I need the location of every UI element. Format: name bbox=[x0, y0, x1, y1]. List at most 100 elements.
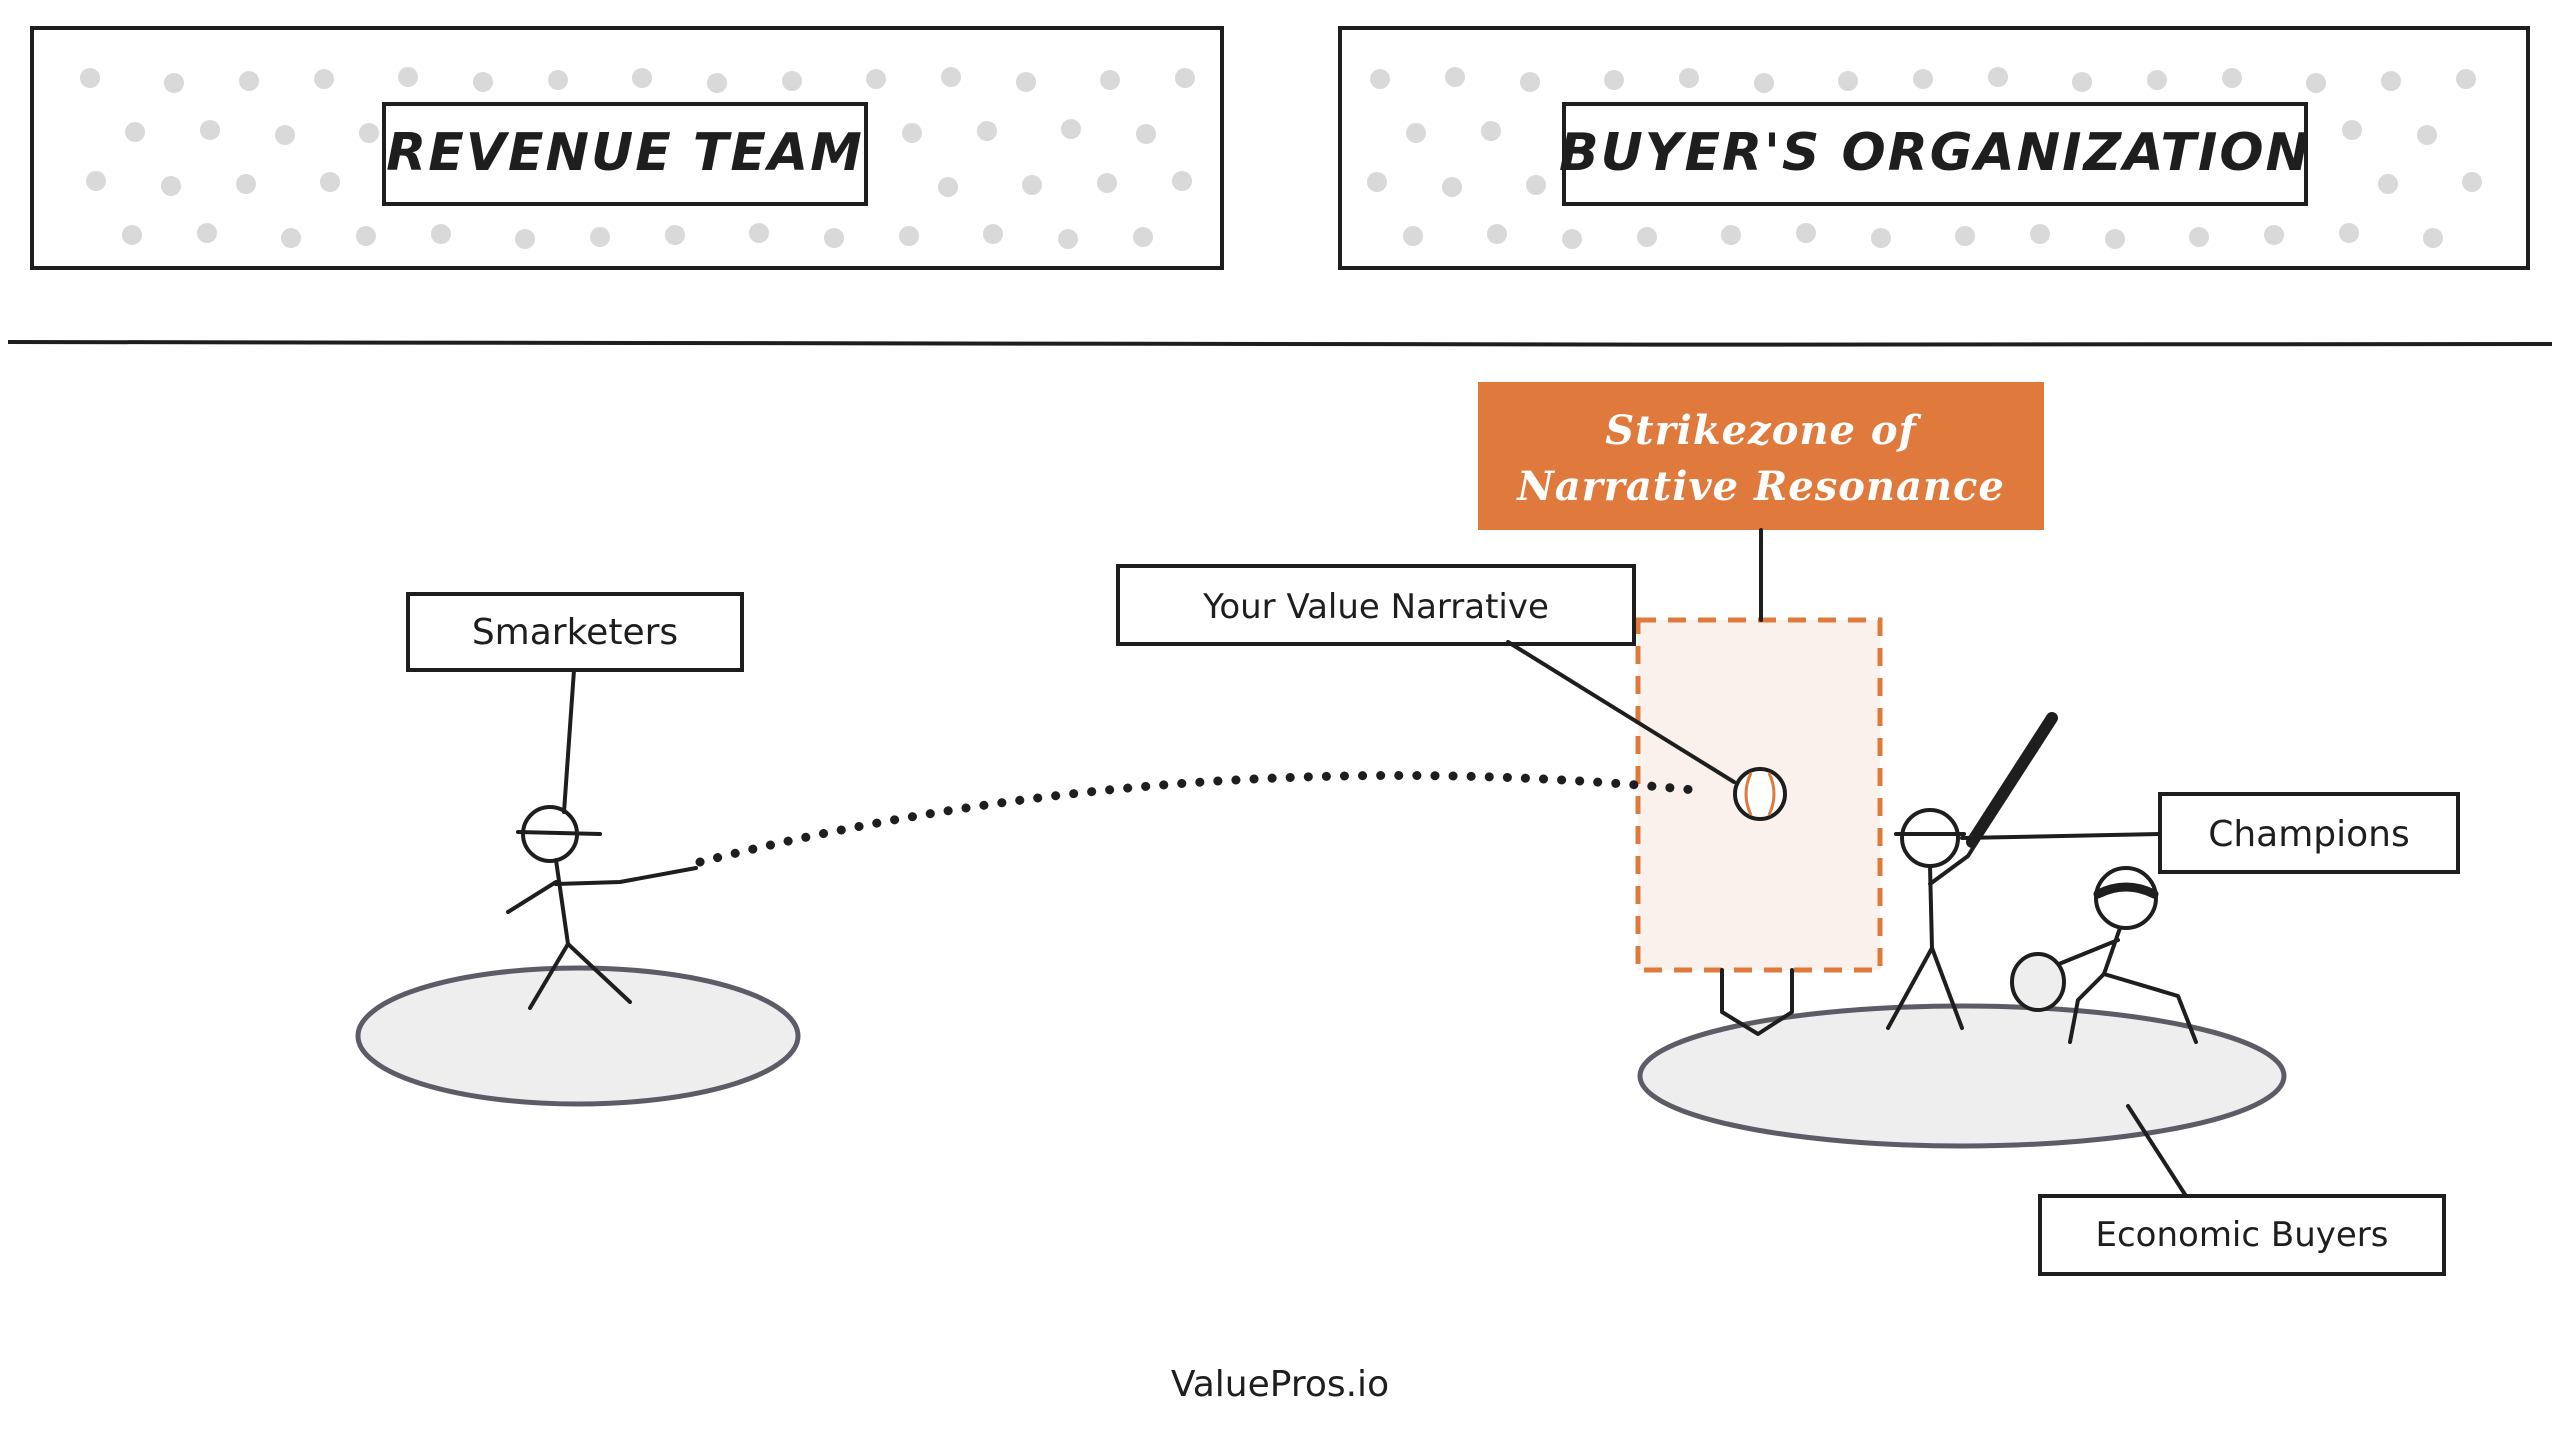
pattern-dot bbox=[200, 120, 220, 140]
pattern-dot bbox=[1367, 172, 1387, 192]
pattern-dot bbox=[899, 226, 919, 246]
pattern-dot bbox=[2339, 223, 2359, 243]
revenue-team-label-box bbox=[382, 102, 868, 206]
dot-pattern-right bbox=[1367, 67, 2482, 249]
pattern-dot bbox=[86, 171, 106, 191]
pattern-dot bbox=[2147, 70, 2167, 90]
pattern-dot bbox=[1487, 224, 1507, 244]
pattern-dot bbox=[1520, 72, 1540, 92]
pattern-dot bbox=[1721, 225, 1741, 245]
pattern-dot bbox=[2423, 228, 2443, 248]
value-narrative-callout: Your Value Narrative bbox=[1116, 564, 1636, 646]
pattern-dot bbox=[2381, 71, 2401, 91]
pattern-dot bbox=[782, 71, 802, 91]
pattern-dot bbox=[1604, 70, 1624, 90]
pitcher-figure bbox=[506, 805, 698, 1010]
value-narrative-label: Your Value Narrative bbox=[1202, 587, 1549, 627]
pattern-dot bbox=[1136, 124, 1156, 144]
pattern-dot bbox=[1796, 223, 1816, 243]
pattern-dot bbox=[1061, 119, 1081, 139]
buyers-organization-label-box bbox=[1562, 102, 2308, 206]
bat-icon bbox=[1966, 712, 2058, 848]
pattern-dot bbox=[314, 69, 334, 89]
pattern-dot bbox=[1913, 69, 1933, 89]
pattern-dot bbox=[1562, 229, 1582, 249]
pattern-dot bbox=[2264, 225, 2284, 245]
pattern-dot bbox=[356, 226, 376, 246]
pattern-dot bbox=[1133, 227, 1153, 247]
buyers-organization-label: BUYER'S ORGANIZATION bbox=[1559, 123, 2311, 183]
pattern-dot bbox=[1370, 69, 1390, 89]
catcher-mitt-icon bbox=[2010, 952, 2066, 1012]
revenue-team-label: REVENUE TEAM bbox=[386, 123, 864, 183]
pattern-dot bbox=[548, 70, 568, 90]
pattern-dot bbox=[2030, 224, 2050, 244]
pattern-dot bbox=[2072, 72, 2092, 92]
pattern-dot bbox=[1442, 177, 1462, 197]
pattern-dot bbox=[2456, 69, 2476, 89]
baseball-icon bbox=[1733, 767, 1787, 821]
pattern-dot bbox=[707, 73, 727, 93]
economic-buyers-connector bbox=[2126, 1104, 2188, 1198]
pattern-dot bbox=[590, 227, 610, 247]
pattern-dot bbox=[2222, 68, 2242, 88]
pattern-dot bbox=[2189, 227, 2209, 247]
pattern-dot bbox=[632, 68, 652, 88]
pattern-dot bbox=[749, 223, 769, 243]
smarketers-callout: Smarketers bbox=[406, 592, 744, 672]
batter-base bbox=[1637, 1003, 2287, 1149]
revenue-team-panel: REVENUE TEAM bbox=[30, 26, 1224, 270]
pattern-dot bbox=[2342, 120, 2362, 140]
pattern-dot bbox=[1058, 229, 1078, 249]
pattern-dot bbox=[1481, 121, 1501, 141]
strike-zone-title-line1: Strikezone of bbox=[1605, 407, 1921, 454]
pattern-dot bbox=[2462, 172, 2482, 192]
pattern-dot bbox=[2417, 125, 2437, 145]
pattern-dot bbox=[1175, 68, 1195, 88]
pattern-dot bbox=[824, 228, 844, 248]
economic-buyers-callout: Economic Buyers bbox=[2038, 1194, 2446, 1276]
batter-figure bbox=[1886, 712, 2058, 1030]
pattern-dot bbox=[197, 223, 217, 243]
pattern-dot bbox=[236, 174, 256, 194]
pattern-dot bbox=[665, 225, 685, 245]
pattern-dot bbox=[1637, 227, 1657, 247]
pattern-dot bbox=[2306, 73, 2326, 93]
pattern-dot bbox=[941, 67, 961, 87]
champions-label: Champions bbox=[2208, 814, 2410, 855]
pattern-dot bbox=[431, 224, 451, 244]
dot-pattern-left bbox=[80, 67, 1195, 249]
pattern-dot bbox=[1679, 68, 1699, 88]
pattern-dot bbox=[977, 121, 997, 141]
economic-buyers-label: Economic Buyers bbox=[2095, 1215, 2388, 1255]
pattern-dot bbox=[1097, 173, 1117, 193]
strike-zone-title-line2: Narrative Resonance bbox=[1515, 463, 2005, 510]
strike-zone-title: Strikezone of Narrative Resonance bbox=[1478, 382, 2044, 530]
pattern-dot bbox=[902, 123, 922, 143]
pattern-dot bbox=[2378, 174, 2398, 194]
pattern-dot bbox=[122, 225, 142, 245]
pattern-dot bbox=[80, 68, 100, 88]
pattern-dot bbox=[1838, 71, 1858, 91]
pattern-dot bbox=[1406, 123, 1426, 143]
pattern-dot bbox=[1955, 226, 1975, 246]
pattern-dot bbox=[1403, 226, 1423, 246]
pattern-dot bbox=[239, 71, 259, 91]
champions-callout: Champions bbox=[2158, 792, 2460, 874]
pattern-dot bbox=[515, 229, 535, 249]
pitch-trajectory bbox=[695, 770, 1699, 867]
pattern-dot bbox=[473, 72, 493, 92]
pattern-dot bbox=[320, 172, 340, 192]
buyers-organization-panel: BUYER'S ORGANIZATION bbox=[1338, 26, 2530, 270]
pattern-dot bbox=[1445, 67, 1465, 87]
pattern-dot bbox=[866, 69, 886, 89]
pattern-dot bbox=[1100, 70, 1120, 90]
smarketers-connector bbox=[562, 668, 576, 814]
pattern-dot bbox=[359, 123, 379, 143]
pattern-dot bbox=[275, 125, 295, 145]
pattern-dot bbox=[1022, 175, 1042, 195]
pattern-dot bbox=[2105, 229, 2125, 249]
pattern-dot bbox=[1172, 171, 1192, 191]
pattern-dot bbox=[1871, 228, 1891, 248]
